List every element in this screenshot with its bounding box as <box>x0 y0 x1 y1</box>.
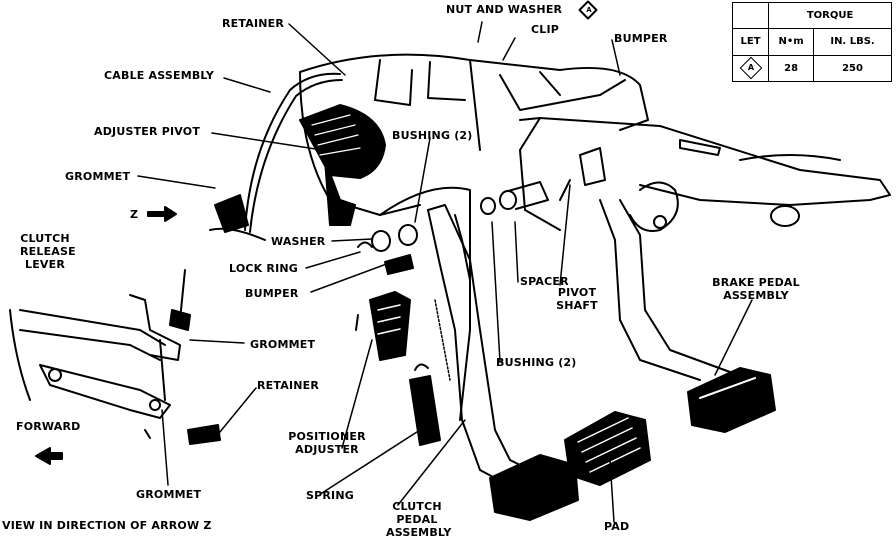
label-pivot-shaft: PIVOT SHAFT <box>554 286 600 312</box>
torque-col-inlbs: IN. LBS. <box>813 28 892 56</box>
spacer-bushing-group <box>480 147 606 215</box>
label-forward: FORWARD <box>16 420 81 433</box>
brake-pedal-pad <box>687 367 776 433</box>
label-positioner-line1: POSITIONER <box>288 430 366 443</box>
torque-hex-icon: A <box>739 57 762 80</box>
callout-hex-icon <box>578 0 598 20</box>
torque-col-nm: N•m <box>768 28 815 56</box>
label-bumper-mid: BUMPER <box>245 287 299 300</box>
spring <box>409 299 451 446</box>
label-brake-pedal-line2: ASSEMBLY <box>723 289 789 302</box>
torque-row-letter-text: A <box>747 63 754 73</box>
label-spring: SPRING <box>306 489 354 502</box>
label-lock-ring: LOCK RING <box>229 262 298 275</box>
label-retainer-lower: RETAINER <box>257 379 320 392</box>
label-clutch-pedal-line2: PEDAL <box>396 513 438 526</box>
cable-assembly <box>209 72 343 241</box>
torque-table-blank <box>731 1 770 30</box>
clutch-pedal-pad <box>489 411 651 521</box>
small-parts <box>357 224 418 275</box>
label-clip: CLIP <box>531 23 560 36</box>
label-clutch-pedal-line3: ASSEMBLY <box>386 526 452 539</box>
label-pad: PAD <box>604 520 630 533</box>
label-pivot-shaft-line1: PIVOT <box>557 286 597 299</box>
clutch-pedal-arm <box>427 204 541 479</box>
label-grommet-lower: GROMMET <box>136 488 202 501</box>
label-grommet-upper: GROMMET <box>65 170 131 183</box>
adjuster-pivot <box>299 104 386 226</box>
torque-row-nm: 28 <box>768 54 815 83</box>
direction-arrows <box>35 206 177 465</box>
label-cable-assembly: CABLE ASSEMBLY <box>104 69 215 82</box>
torque-row-letter: A <box>731 54 770 83</box>
label-brake-pedal-assembly: BRAKE PEDAL ASSEMBLY <box>706 276 806 302</box>
leader-lines <box>137 21 753 523</box>
label-z-marker: Z <box>130 208 139 221</box>
torque-col-let: LET <box>731 28 770 56</box>
label-brake-pedal-line1: BRAKE PEDAL <box>712 276 800 289</box>
torque-row-inlbs: 250 <box>813 54 892 83</box>
label-bumper-top: BUMPER <box>614 32 668 45</box>
label-positioner-line2: ADJUSTER <box>295 443 359 456</box>
label-clutch-release-lever-line2: RELEASE <box>20 245 76 258</box>
label-clutch-release-lever-line3: LEVER <box>24 258 66 271</box>
label-clutch-pedal-line1: CLUTCH <box>392 500 442 513</box>
label-clutch-release-lever: CLUTCH RELEASE LEVER <box>20 232 76 271</box>
torque-table-title: TORQUE <box>768 1 892 30</box>
label-bushing-lower: BUSHING (2) <box>496 356 577 369</box>
label-bushing-upper: BUSHING (2) <box>392 129 473 142</box>
label-retainer-top: RETAINER <box>222 17 285 30</box>
label-positioner-adjuster: POSITIONER ADJUSTER <box>283 430 371 456</box>
label-pivot-shaft-line2: SHAFT <box>556 299 598 312</box>
label-spacer: SPACER <box>520 275 569 288</box>
caption-view-direction: VIEW IN DIRECTION OF ARROW Z <box>2 519 212 532</box>
label-clutch-pedal-assembly: CLUTCH PEDAL ASSEMBLY <box>386 500 452 539</box>
label-washer: WASHER <box>271 235 326 248</box>
label-adjuster-pivot: ADJUSTER PIVOT <box>94 125 201 138</box>
torque-table: TORQUE LET N•m IN. LBS. A 28 250 <box>731 1 892 83</box>
label-clutch-release-lever-line1: CLUTCH <box>20 232 70 245</box>
positioner-adjuster <box>355 291 411 361</box>
clutch-release-lever-inset <box>9 269 221 445</box>
label-grommet-mid: GROMMET <box>250 338 316 351</box>
brake-pedal-arm <box>519 117 891 381</box>
label-nut-and-washer: NUT AND WASHER <box>446 3 563 16</box>
callout-letter: A <box>586 6 592 14</box>
